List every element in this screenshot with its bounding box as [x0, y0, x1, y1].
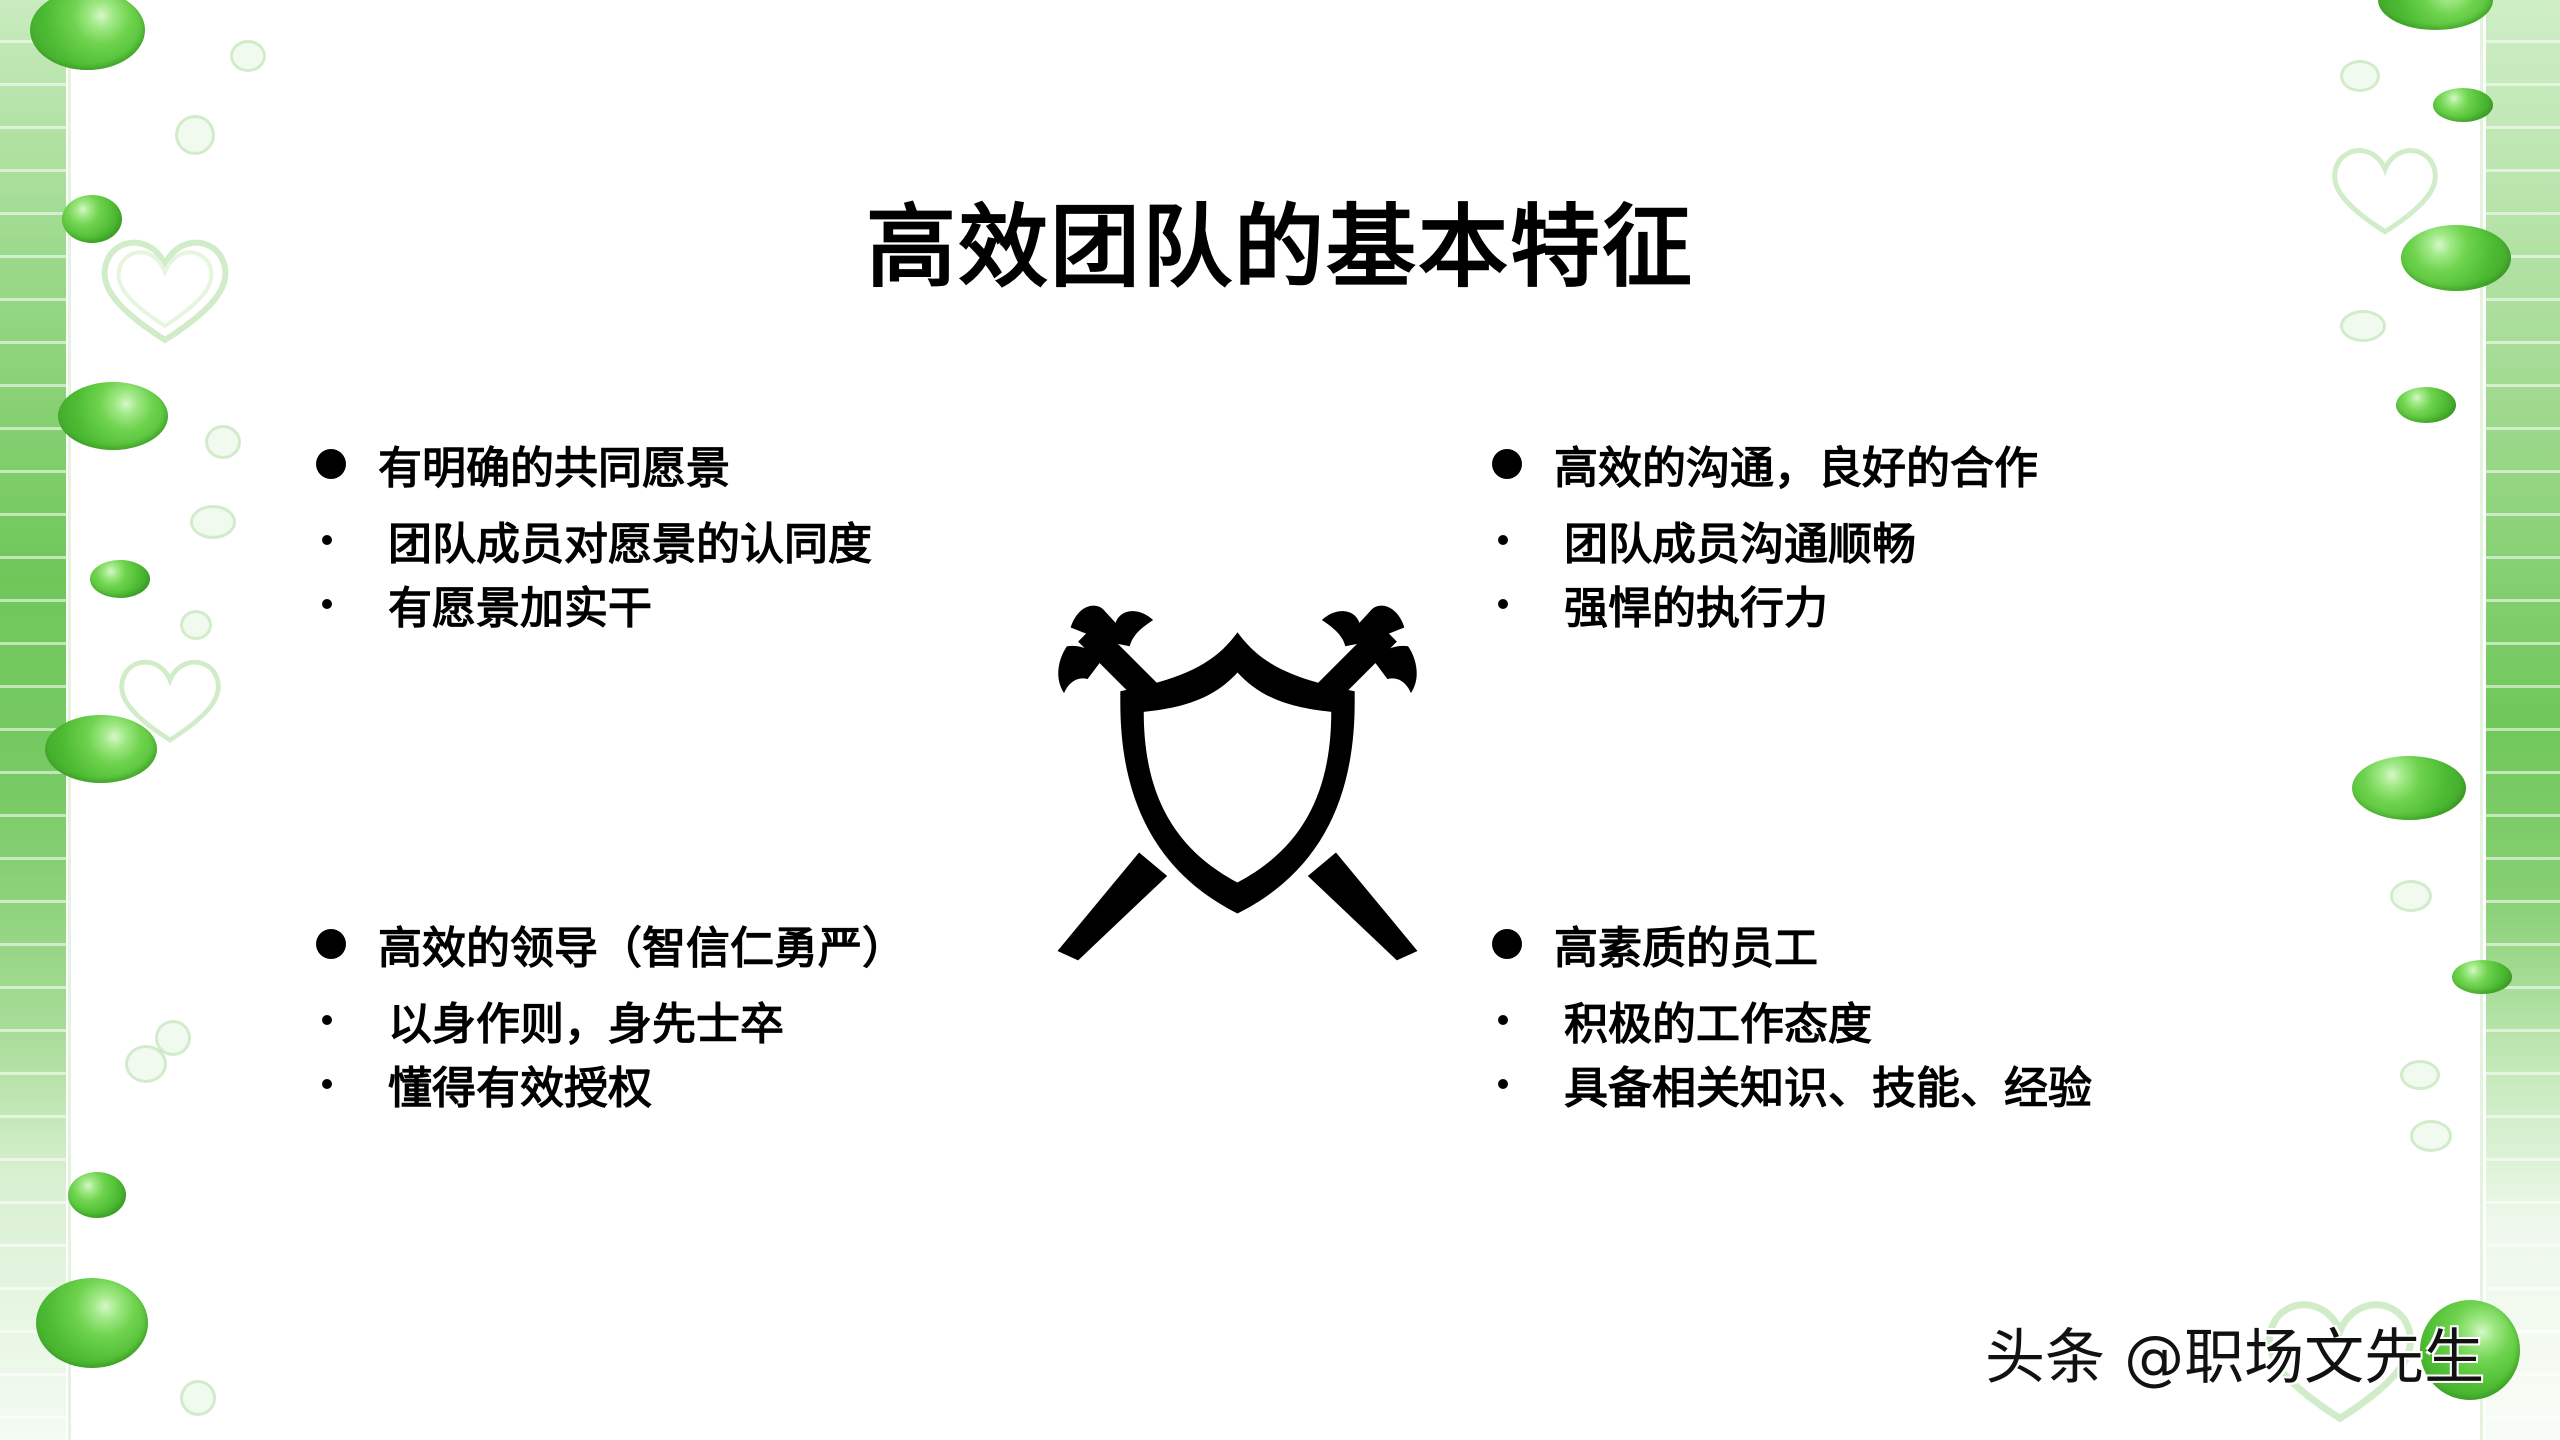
bullet-icon	[316, 449, 346, 479]
list-item: 以身作则，身先士卒	[316, 988, 906, 1052]
bubble-decoration-icon	[2396, 387, 2456, 423]
heading-text: 有明确的共同愿景	[378, 443, 730, 494]
heading-text: 高效的领导（智信仁勇严）	[378, 923, 906, 974]
bubble-decoration-icon	[2452, 960, 2512, 994]
flower-decoration-icon	[2340, 60, 2380, 92]
bubble-decoration-icon	[36, 1278, 148, 1368]
watermark: 头条 @职场文先生	[1985, 1323, 2485, 1393]
heading-text: 高素质的员工	[1554, 923, 1818, 974]
bullet-icon	[322, 535, 332, 545]
list-item: 具备相关知识、技能、经验	[1492, 1052, 2092, 1116]
flower-decoration-icon	[230, 40, 266, 72]
slide-title: 高效团队的基本特征	[866, 195, 1694, 300]
list-item-text: 强悍的执行力	[1564, 583, 1828, 634]
bubble-decoration-icon	[2352, 756, 2466, 820]
list-item: 团队成员沟通顺畅	[1492, 508, 2038, 572]
flower-decoration-icon	[2400, 1060, 2440, 1090]
quadrant-heading: 有明确的共同愿景	[316, 432, 872, 496]
heart-decoration-icon	[119, 659, 221, 743]
flower-decoration-icon	[190, 505, 236, 539]
list-item-text: 懂得有效授权	[388, 1063, 652, 1114]
bullet-icon	[1498, 535, 1508, 545]
list-item: 懂得有效授权	[316, 1052, 906, 1116]
right-border-line	[2480, 0, 2483, 1440]
quadrant-leadership: 高效的领导（智信仁勇严） 以身作则，身先士卒 懂得有效授权	[316, 912, 906, 1116]
bullet-icon	[322, 1079, 332, 1089]
list-item-text: 团队成员沟通顺畅	[1564, 519, 1916, 570]
heading-text: 高效的沟通，良好的合作	[1554, 443, 2038, 494]
shield-crossed-swords-icon	[1057, 605, 1418, 961]
quadrant-communication: 高效的沟通，良好的合作 团队成员沟通顺畅 强悍的执行力	[1492, 432, 2038, 636]
list-item-text: 有愿景加实干	[388, 583, 652, 634]
flower-decoration-icon	[180, 1380, 216, 1416]
list-item: 团队成员对愿景的认同度	[316, 508, 872, 572]
list-item: 有愿景加实干	[316, 572, 872, 636]
list-item: 积极的工作态度	[1492, 988, 2092, 1052]
list-item-text: 团队成员对愿景的认同度	[388, 519, 872, 570]
quadrant-heading: 高效的领导（智信仁勇严）	[316, 912, 906, 976]
list-item-text: 以身作则，身先士卒	[388, 999, 784, 1050]
flower-decoration-icon	[175, 115, 215, 155]
flower-decoration-icon	[2340, 310, 2386, 342]
quadrant-shared-vision: 有明确的共同愿景 团队成员对愿景的认同度 有愿景加实干	[316, 432, 872, 636]
list-item-text: 具备相关知识、技能、经验	[1564, 1063, 2092, 1114]
flower-decoration-icon	[125, 1045, 167, 1083]
bullet-icon	[1492, 449, 1522, 479]
bullet-icon	[1498, 599, 1508, 609]
left-border-stripes	[0, 0, 66, 1440]
bubble-decoration-icon	[68, 1172, 126, 1218]
bubble-decoration-icon	[45, 715, 157, 783]
bubble-decoration-icon	[2378, 0, 2493, 30]
flower-decoration-icon	[205, 425, 241, 459]
bubble-decoration-icon	[62, 195, 122, 243]
bubble-decoration-icon	[2420, 1300, 2520, 1400]
bubble-decoration-icon	[30, 0, 145, 70]
bubble-decoration-icon	[2433, 88, 2493, 122]
bubble-decoration-icon	[58, 382, 168, 450]
bullet-icon	[1498, 1015, 1508, 1025]
quadrant-heading: 高素质的员工	[1492, 912, 2092, 976]
quadrant-quality-staff: 高素质的员工 积极的工作态度 具备相关知识、技能、经验	[1492, 912, 2092, 1116]
quadrant-heading: 高效的沟通，良好的合作	[1492, 432, 2038, 496]
list-item-text: 积极的工作态度	[1564, 999, 1872, 1050]
bullet-icon	[1492, 929, 1522, 959]
heart-decoration-icon	[101, 239, 229, 344]
heart-decoration-icon	[2265, 1301, 2415, 1423]
bullet-icon	[322, 599, 332, 609]
flower-decoration-icon	[180, 610, 212, 640]
heart-decoration-icon	[2332, 148, 2438, 235]
flower-decoration-icon	[2410, 1120, 2452, 1152]
list-item: 强悍的执行力	[1492, 572, 2038, 636]
bullet-icon	[322, 1015, 332, 1025]
bubble-decoration-icon	[2401, 225, 2511, 291]
bubble-decoration-icon	[90, 560, 150, 598]
bullet-icon	[316, 929, 346, 959]
bullet-icon	[1498, 1079, 1508, 1089]
flower-decoration-icon	[2390, 880, 2432, 912]
